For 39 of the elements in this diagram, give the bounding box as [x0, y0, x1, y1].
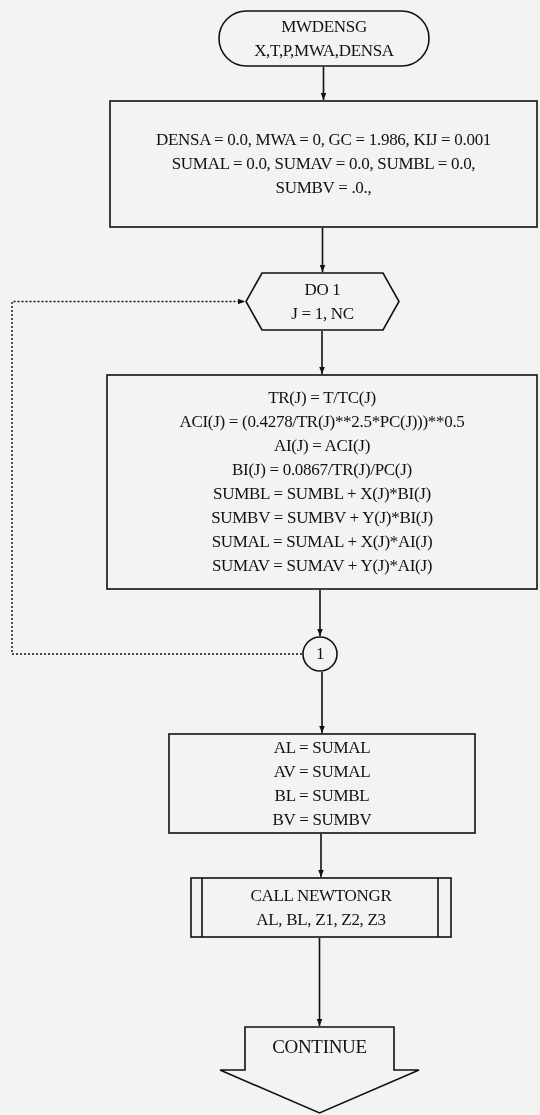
arrow — [317, 589, 323, 637]
terminal-shape — [218, 10, 430, 67]
statement-text: CALL NEWTONGR — [250, 884, 392, 907]
statement-text: DO 1 — [304, 278, 341, 301]
process-box — [168, 733, 476, 834]
statement-text: ACI(J) = (0.4278/TR(J)**2.5*PC(J)))**0.5 — [179, 411, 465, 433]
process-box — [109, 100, 538, 228]
connector-circle — [302, 636, 338, 672]
statement-text: SUMBL = SUMBL + X(J)*BI(J) — [213, 483, 431, 505]
arrow — [316, 937, 323, 1027]
statement-text: AI(J) = ACI(J) — [273, 435, 370, 457]
arrow — [318, 833, 324, 878]
statement-text: SUMBV = SUMBV + Y(J)*BI(J) — [211, 507, 433, 529]
statement-text: BV = SUMBV — [272, 808, 372, 831]
loop-hexagon — [245, 272, 400, 331]
statement-text: SUMAL = SUMAL + X(J)*AI(J) — [211, 531, 433, 553]
statement-text: SUMBV = .0., — [275, 177, 372, 199]
statement-text: AL = SUMAL — [273, 736, 371, 759]
arrow — [319, 330, 325, 375]
statement-text: AL, BL, Z1, Z2, Z3 — [256, 908, 386, 931]
statement-text: SUMAV = SUMAV + Y(J)*AI(J) — [211, 555, 433, 577]
statement-text: X,T,P,MWA,DENSA — [254, 39, 394, 62]
arrow — [320, 66, 327, 101]
statement-text: BI(J) = 0.0867/TR(J)/PC(J) — [232, 459, 412, 481]
arrow — [319, 227, 326, 273]
subroutine-box — [190, 877, 452, 938]
statement-text: AV = SUMAL — [273, 760, 371, 783]
statement-text: BL = SUMBL — [274, 784, 370, 807]
offpage-connector — [219, 1026, 420, 1114]
statement-text: SUMAL = 0.0, SUMAV = 0.0, SUMBL = 0.0, — [171, 153, 476, 175]
statement-text: J = 1, NC — [291, 302, 354, 325]
statement-text: CONTINUE — [272, 1035, 367, 1059]
arrow — [11, 298, 303, 655]
arrow — [319, 671, 325, 734]
statement-text: DENSA = 0.0, MWA = 0, GC = 1.986, KIJ = 0.001 — [155, 129, 492, 151]
statement-text: TR(J) = T/TC(J) — [268, 387, 376, 409]
connector-number: 1 — [315, 643, 325, 665]
statement-text: MWDENSG — [281, 15, 367, 38]
process-box — [106, 374, 538, 590]
